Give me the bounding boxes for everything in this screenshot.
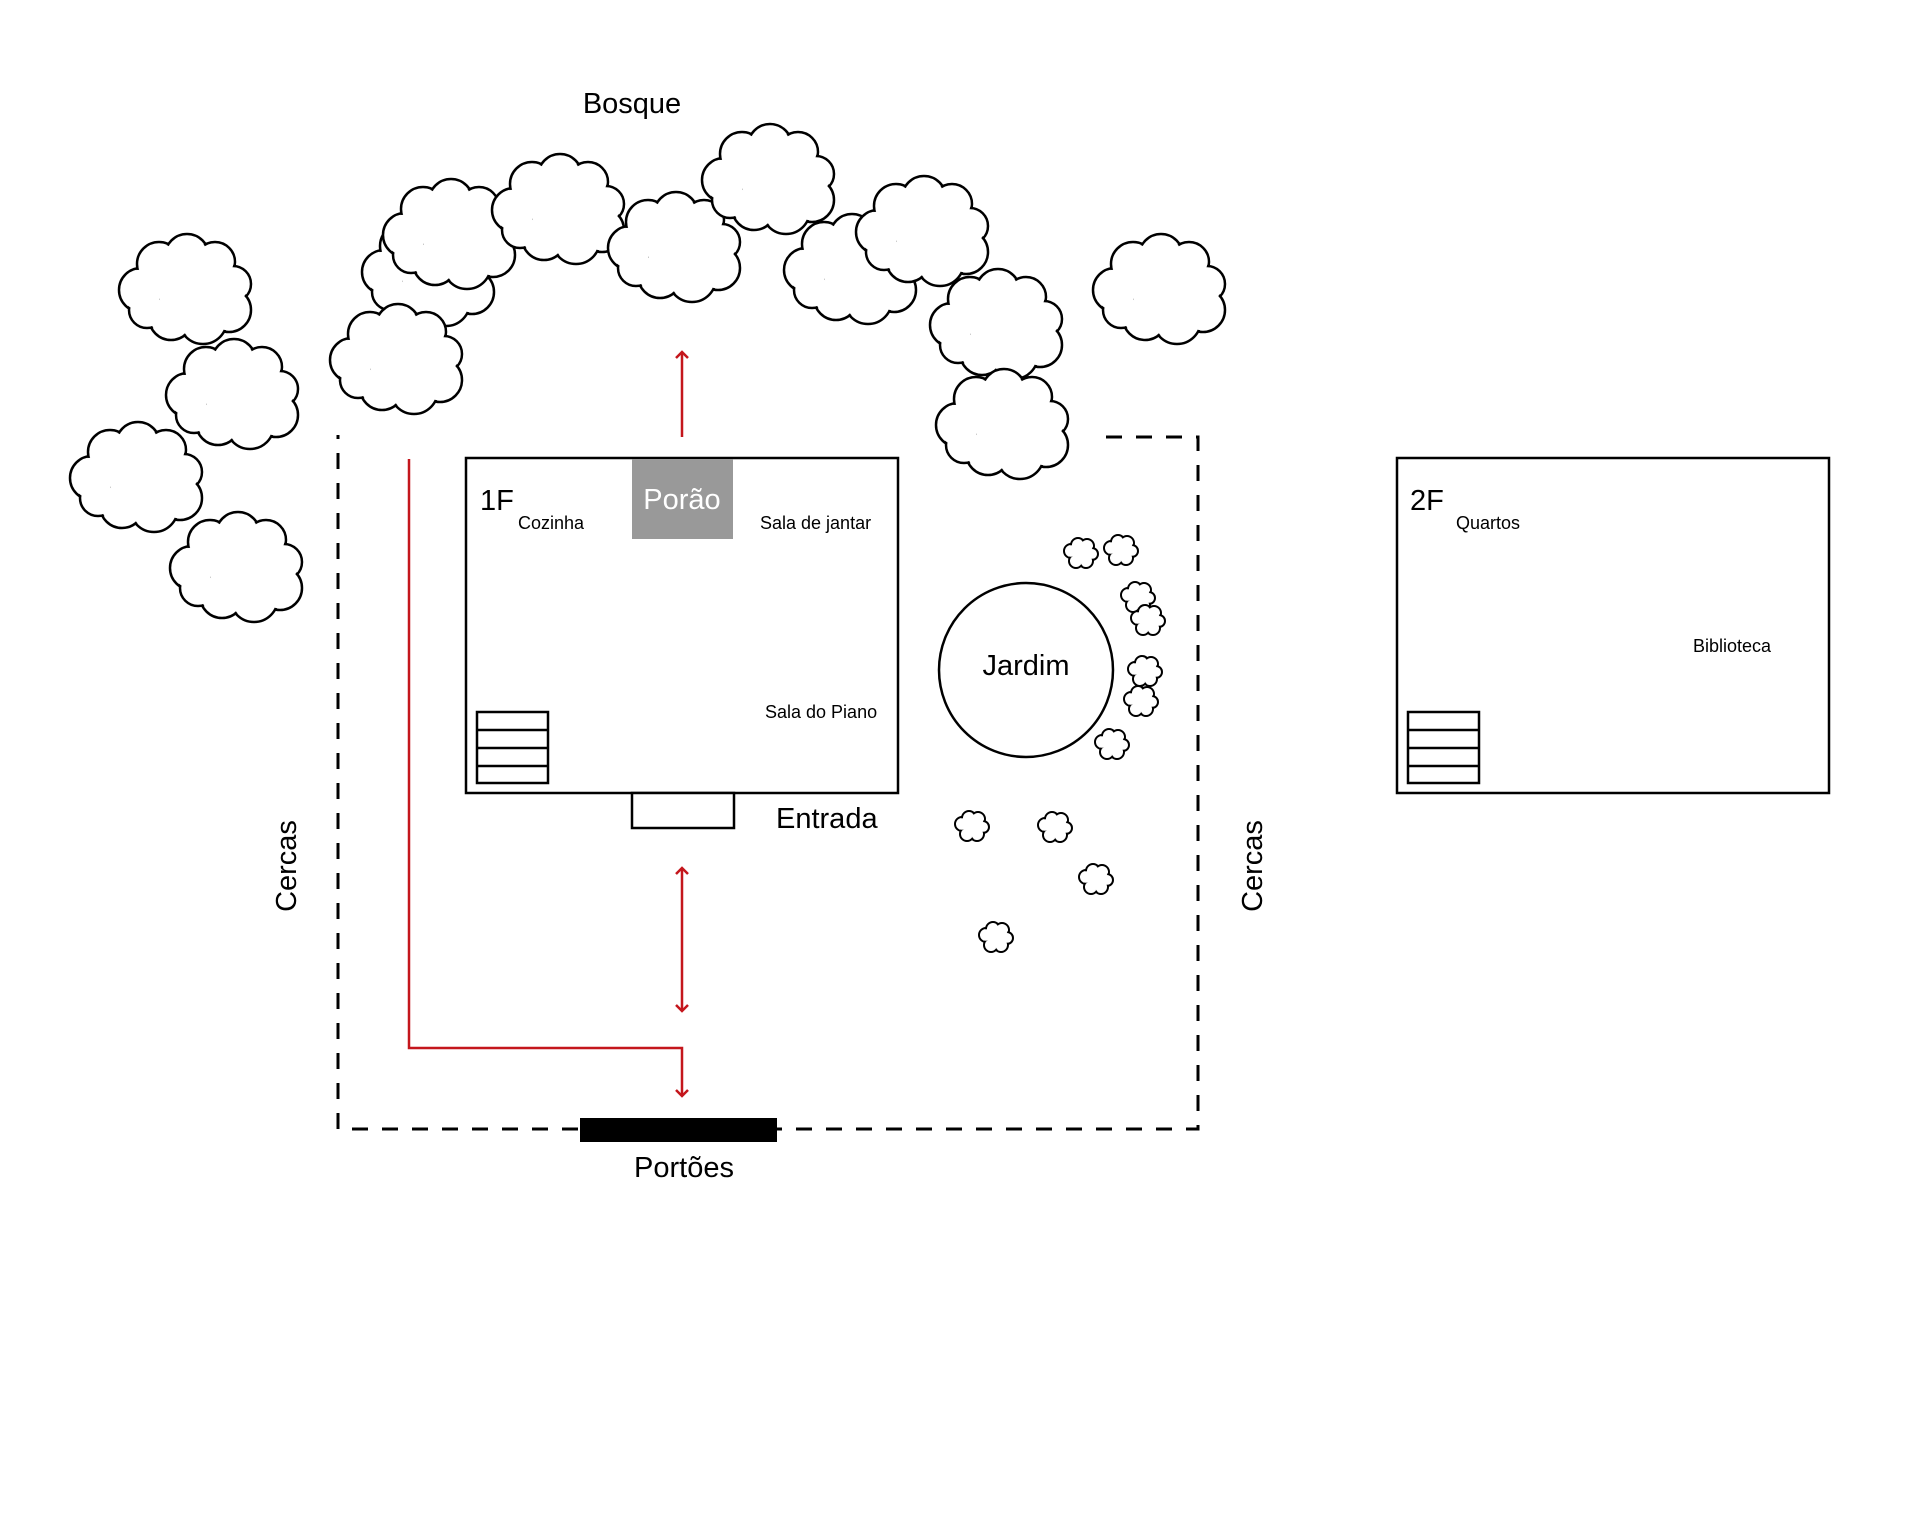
tree-canopy-icon <box>700 122 836 236</box>
tree-canopy-icon <box>928 267 1064 381</box>
stairs-icon <box>1406 710 1481 785</box>
tree-canopy-icon <box>606 190 742 304</box>
basement-block <box>632 459 733 539</box>
entrance-label: Entrada <box>776 803 878 835</box>
bush-icon <box>1078 863 1114 895</box>
second-floor-label: 2F <box>1410 485 1444 517</box>
fence-outline <box>336 435 1200 1131</box>
bush-icon <box>954 810 990 842</box>
garden-circle <box>937 581 1115 759</box>
route-left-to-gates <box>407 459 689 1098</box>
garden-bushes <box>954 534 1166 953</box>
second-floor-plan: 2F Quartos Biblioteca <box>1395 456 1831 795</box>
bush-icon <box>1127 655 1163 687</box>
garden-label: Jardim <box>982 650 1069 682</box>
tree-canopy-icon <box>381 177 517 291</box>
library-label: Biblioteca <box>1693 636 1772 656</box>
tree-canopy-icon <box>328 302 464 416</box>
gates-label: Portões <box>634 1152 734 1184</box>
bush-icon <box>1130 604 1166 636</box>
tree-canopy-icon <box>168 510 304 624</box>
fences-left-label: Cercas <box>271 820 303 912</box>
tree-canopy-icon <box>934 367 1070 481</box>
forest-trees <box>68 122 1227 624</box>
bedrooms-label: Quartos <box>1456 513 1520 533</box>
tree-canopy-icon <box>68 420 204 534</box>
bush-icon <box>1094 728 1130 760</box>
first-floor-plan: Porão 1F Cozinha Sala de jantar Sala do … <box>464 456 900 835</box>
fences-right-label: Cercas <box>1237 820 1269 912</box>
bush-icon <box>1123 685 1159 717</box>
entrance-step <box>630 791 736 830</box>
first-floor-label: 1F <box>480 485 514 517</box>
stairs-icon <box>475 710 550 785</box>
gates <box>580 1118 777 1142</box>
tree-canopy-icon <box>1091 232 1227 346</box>
piano-room-label: Sala do Piano <box>765 702 877 722</box>
bush-icon <box>1037 811 1073 843</box>
bush-icon <box>1063 537 1099 569</box>
tree-canopy-icon <box>164 337 300 451</box>
second-floor-outline <box>1395 456 1831 795</box>
bush-icon <box>978 921 1014 953</box>
tree-canopy-icon <box>854 174 990 288</box>
dining-room-label: Sala de jantar <box>760 513 871 533</box>
bush-icon <box>1103 534 1139 566</box>
forest-label: Bosque <box>583 88 681 120</box>
basement-label: Porão <box>643 484 720 516</box>
kitchen-label: Cozinha <box>518 513 585 533</box>
tree-canopy-icon <box>117 232 253 346</box>
